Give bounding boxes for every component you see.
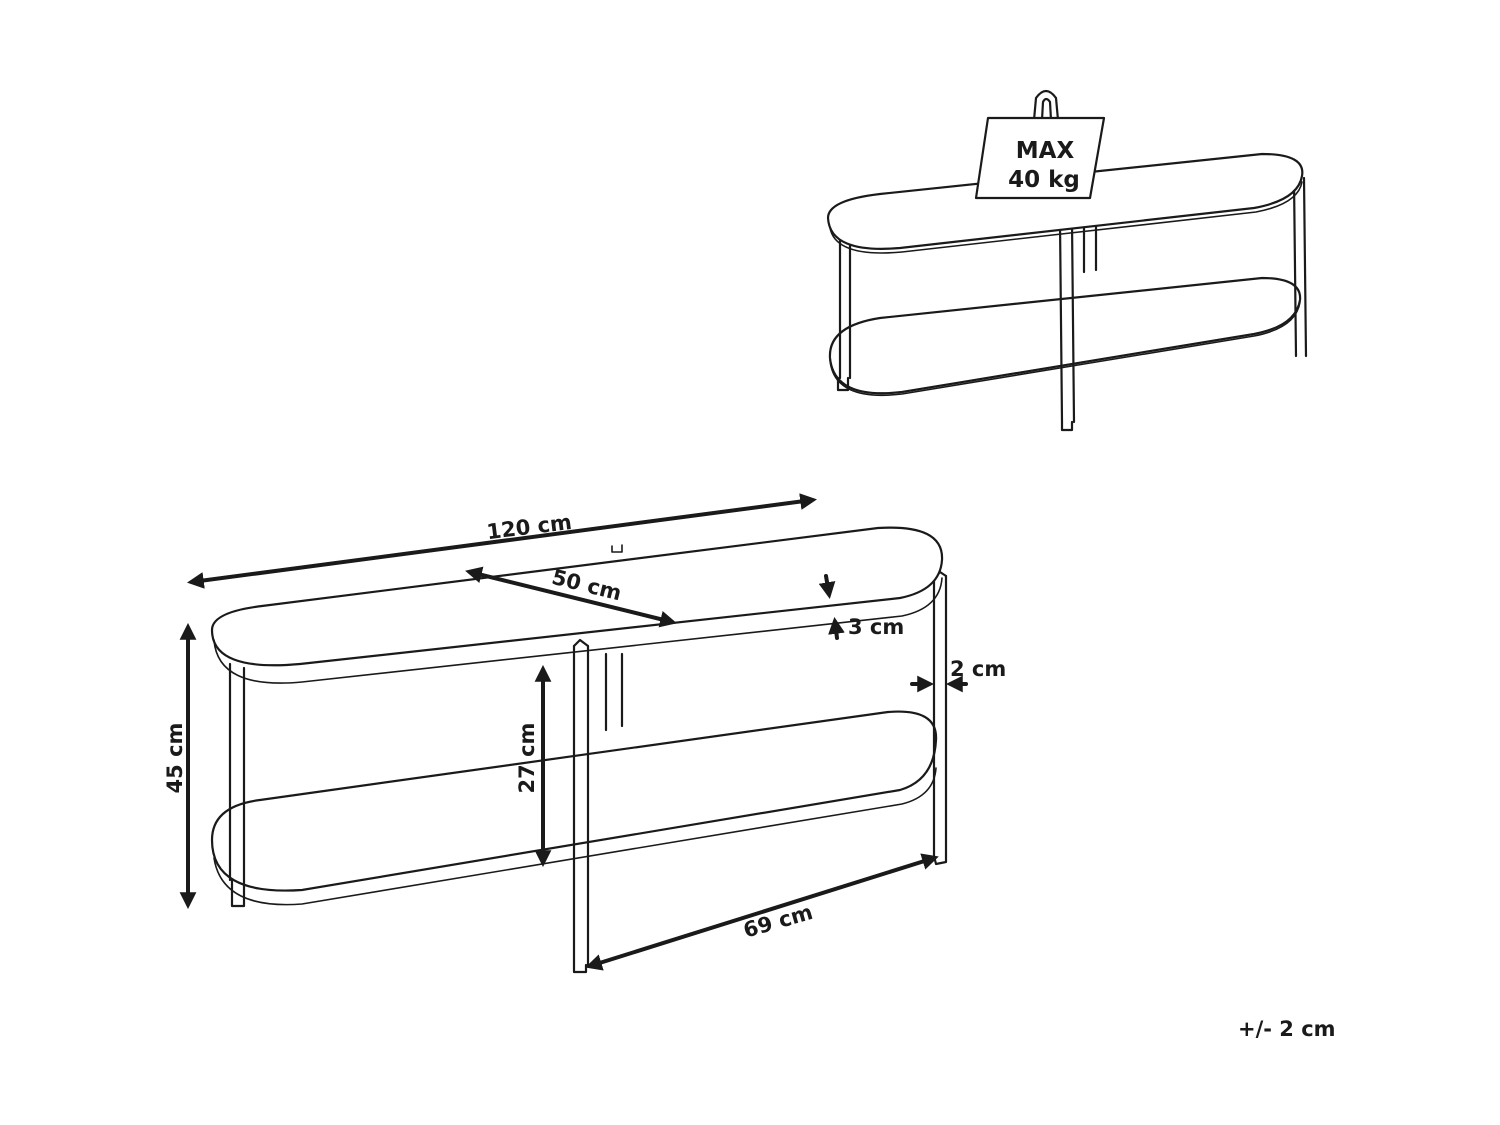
height-label: 45 cm xyxy=(163,723,187,794)
weight-body xyxy=(974,116,1106,200)
tolerance-note: +/- 2 cm xyxy=(1238,1017,1336,1041)
main-lower-shelf xyxy=(210,710,938,892)
length-arrow xyxy=(187,493,817,589)
depth-arrow xyxy=(465,566,677,628)
length-label: 120 cm xyxy=(485,510,573,544)
top-thickness-arrow-lower xyxy=(828,616,845,640)
preview-tabletop xyxy=(826,152,1304,250)
preview-legs xyxy=(836,176,1308,432)
shelf-clearance-label: 27 cm xyxy=(515,723,539,794)
dimension-arrows xyxy=(179,493,968,971)
top-thickness-arrow-upper xyxy=(818,574,836,599)
weight-limit-badge: MAX 40 kg xyxy=(974,89,1106,200)
weight-handle-icon xyxy=(1032,89,1060,122)
preview-table: MAX 40 kg xyxy=(826,89,1308,432)
weight-line1: MAX xyxy=(1016,138,1075,164)
top-thickness-label: 3 cm xyxy=(848,615,904,639)
leg-span-arrow xyxy=(585,853,939,971)
preview-lower-shelf xyxy=(828,276,1302,395)
leg-width-label: 2 cm xyxy=(950,657,1006,681)
weight-line2: 40 kg xyxy=(1008,167,1080,193)
